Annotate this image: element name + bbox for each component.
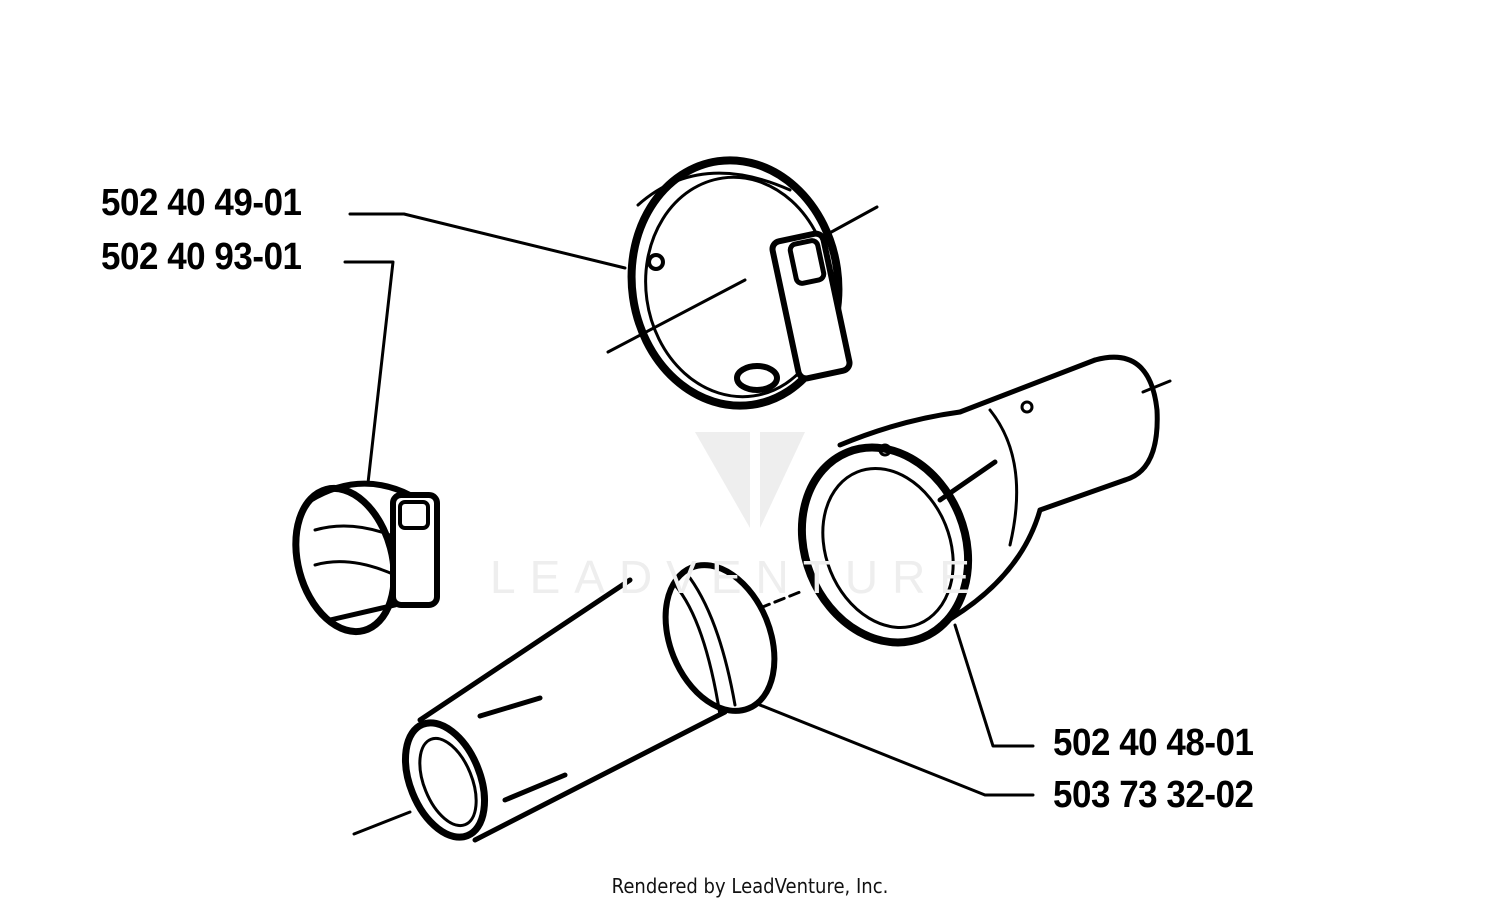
- part-number-large-clamp: 502 40 49-01: [101, 182, 302, 224]
- leader-line-large-clamp: [348, 212, 627, 270]
- part-number-outer-coupling: 502 40 48-01: [1053, 722, 1254, 764]
- watermark-logo: [695, 432, 805, 528]
- large-clamp: [606, 156, 879, 410]
- watermark-text: LEADVENTURE: [490, 551, 984, 603]
- outer-coupling: [758, 354, 1172, 647]
- part-number-small-clamp: 502 40 93-01: [101, 236, 302, 278]
- small-clamp: [292, 480, 440, 636]
- leader-line-small-clamp: [343, 260, 395, 485]
- leader-line-outer-coupling: [953, 623, 1035, 748]
- leader-line-inner-tube: [753, 701, 1035, 797]
- part-number-inner-tube: 503 73 32-02: [1053, 774, 1254, 816]
- inner-tube: [352, 562, 778, 843]
- footer-credit: Rendered by LeadVenture, Inc.: [611, 874, 889, 898]
